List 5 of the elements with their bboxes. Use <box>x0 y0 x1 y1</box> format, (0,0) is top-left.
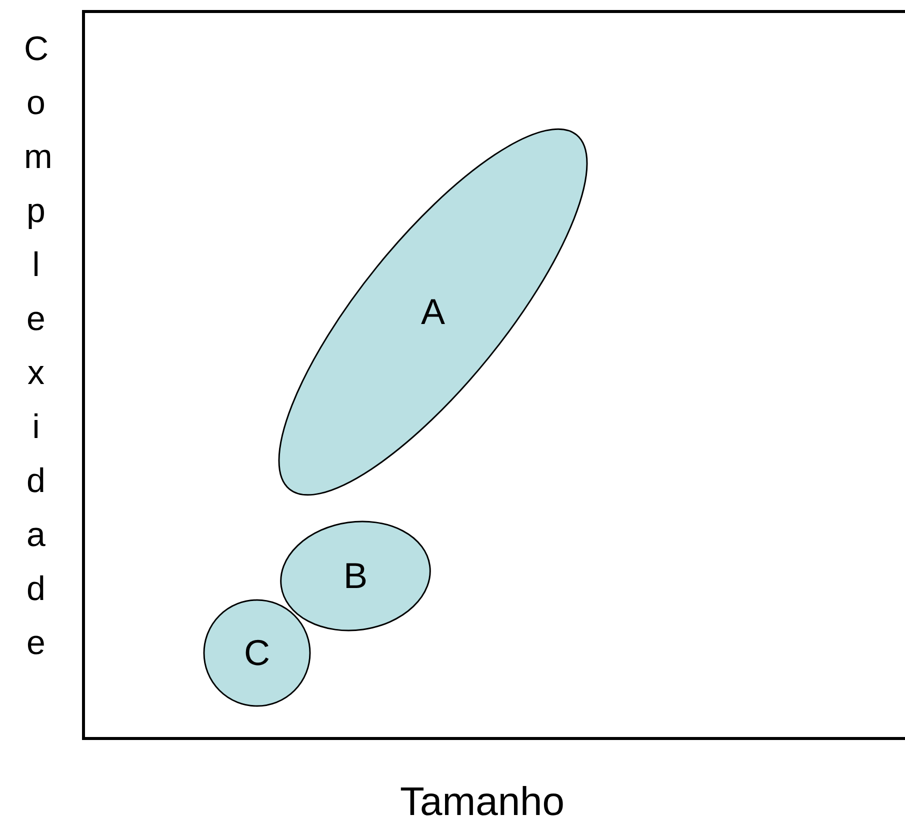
region-label: C <box>244 635 270 671</box>
region-label: B <box>344 558 368 594</box>
y-axis-title: Complexidade <box>24 29 48 664</box>
region-label: A <box>421 294 445 330</box>
x-axis-title: Tamanho <box>400 782 565 822</box>
